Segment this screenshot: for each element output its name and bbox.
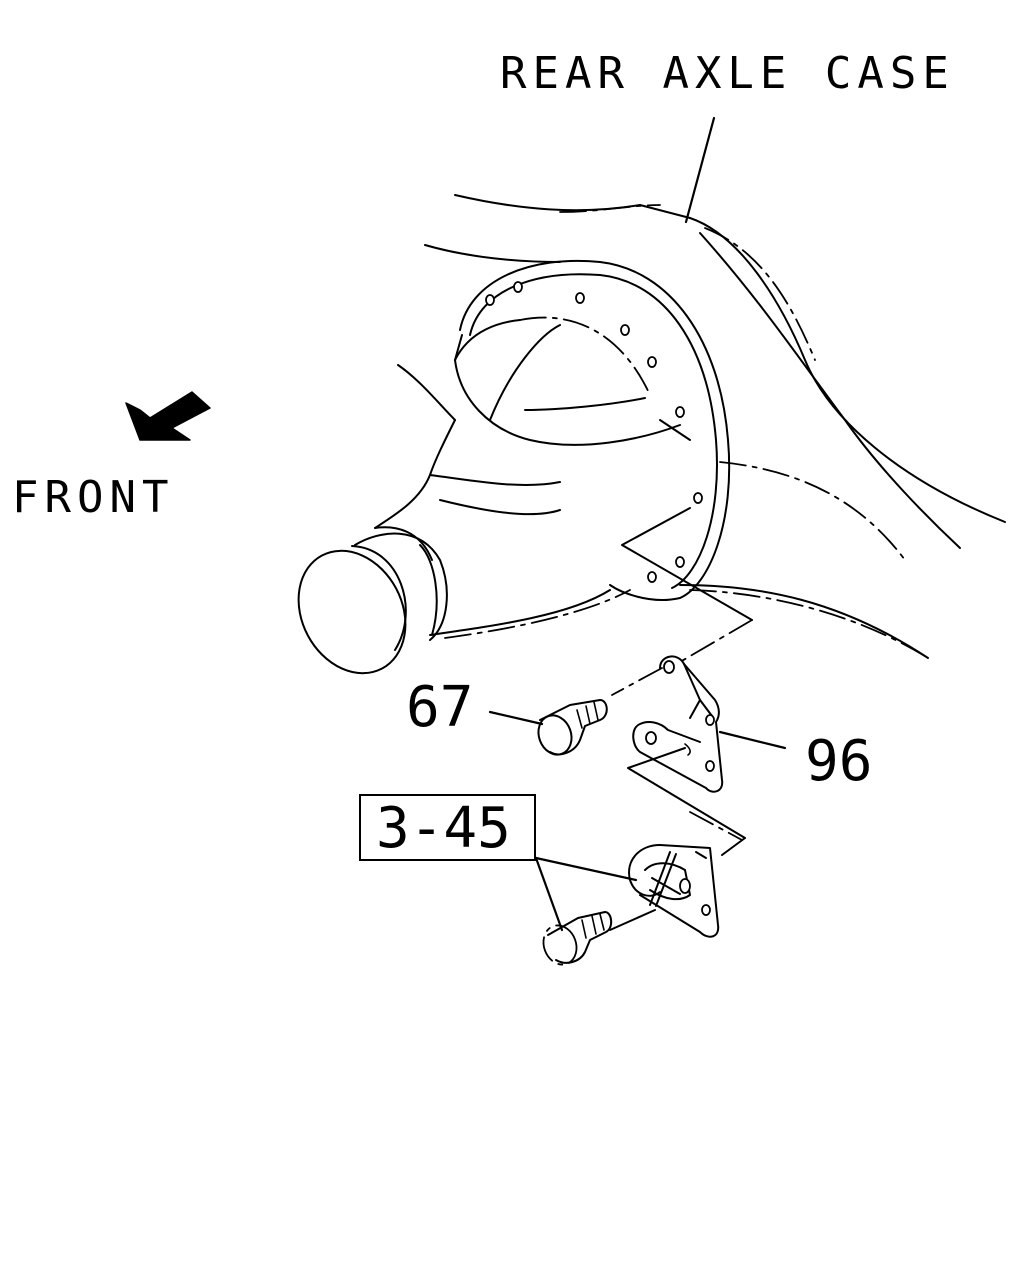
leader-rear-axle-case — [684, 116, 716, 224]
label-part-96: 96 — [805, 729, 872, 794]
differential-housing — [297, 259, 731, 675]
axle-case-outline — [397, 194, 1006, 659]
leader-96 — [718, 730, 787, 750]
bracket-part-96 — [632, 655, 724, 793]
bolt-part-67 — [537, 699, 608, 756]
sensor-assembly-3-45 — [628, 844, 720, 938]
assembly-reference-lines — [609, 507, 753, 931]
label-part-67: 67 — [406, 675, 473, 740]
label-front: FRONT — [12, 472, 174, 523]
label-ref-3-45: 3-45 — [376, 796, 511, 861]
ref-box-3-45 — [359, 794, 536, 861]
leader-3-45-b — [534, 856, 564, 932]
bolt-lower — [542, 911, 613, 966]
leader-3-45-a — [534, 856, 638, 882]
leader-67 — [488, 710, 544, 726]
label-rear-axle-case: REAR AXLE CASE — [500, 48, 955, 99]
arrow-down-left-icon — [125, 391, 211, 441]
leader-lines — [488, 116, 787, 932]
